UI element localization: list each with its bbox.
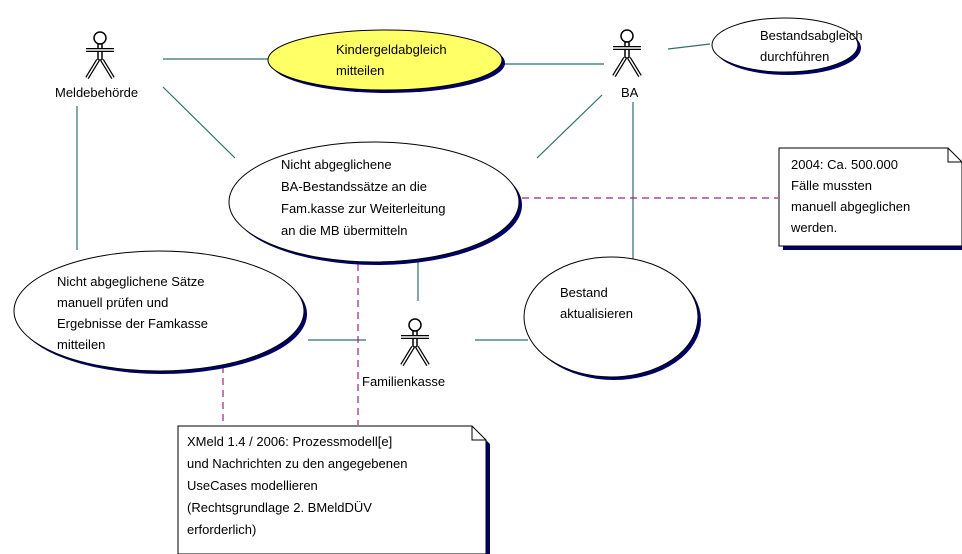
note-xmeld-line-2: und Nachrichten zu den angegebenen — [187, 456, 407, 471]
note-xmeld-line-3: UseCases modellieren — [187, 478, 318, 493]
association-ba-nicht-abgeglichen-ba — [536, 94, 603, 159]
note-faelle-2004-line-2: Fälle mussten — [791, 178, 872, 193]
usecase-manuell-pruefen-line-3: Ergebnisse der Famkasse — [57, 316, 208, 331]
note-faelle-2004-line-4: werden. — [790, 220, 837, 235]
actor-ba[interactable]: BA — [611, 28, 643, 100]
actor-meldebehoerde-label: Meldebehörde — [55, 85, 138, 100]
usecase-nicht-abgeglichene-ba-bestandssaetze[interactable]: Nicht abgeglichene BA-Bestandssätze an d… — [228, 141, 522, 265]
usecase-saetze-manuell-pruefen[interactable]: Nicht abgeglichene Sätze manuell prüfen … — [13, 250, 307, 374]
actor-stickman-icon — [611, 28, 643, 78]
actor-familienkasse-label: Familienkasse — [362, 374, 445, 389]
usecase-kindergeldabgleich-mitteilen[interactable]: Kindergeldabgleich mitteilen — [267, 29, 505, 93]
usecase-nicht-abgeglichen-ba-line-2: BA-Bestandssätze an die — [281, 179, 427, 194]
usecase-nicht-abgeglichen-ba-line-3: Fam.kasse zur Weiterleitung — [281, 201, 446, 216]
usecase-kindergeld-line-1: Kindergeldabgleich — [336, 42, 447, 57]
note-xmeld-line-5: erforderlich) — [187, 522, 256, 537]
association-ba-bestandsabgleich — [667, 43, 711, 50]
association-meldebehoerde-nicht-abgeglichen-ba — [162, 86, 236, 159]
note-faelle-2004[interactable]: 2004: Ca. 500.000 Fälle mussten manuell … — [778, 147, 962, 250]
usecase-bestandsabgleich-durchfuehren[interactable]: Bestandsabgleich durchführen — [711, 17, 863, 75]
actor-meldebehoerde[interactable]: Meldebehörde — [55, 30, 138, 100]
note-faelle-2004-line-1: 2004: Ca. 500.000 — [791, 157, 898, 172]
usecase-bestandsabgleich-line-1: Bestandsabgleich — [760, 28, 863, 43]
note-fold-icon — [471, 426, 486, 441]
usecase-bestand-aktualisieren-line-1: Bestand — [560, 285, 608, 300]
actor-stickman-icon — [84, 30, 116, 80]
note-xmeld-line-4: (Rechtsgrundlage 2. BMeldDÜV — [187, 500, 372, 515]
usecase-nicht-abgeglichen-ba-line-4: an die MB übermitteln — [281, 223, 407, 238]
actor-ba-label: BA — [621, 85, 639, 100]
usecase-manuell-pruefen-line-2: manuell prüfen und — [57, 295, 168, 310]
actor-stickman-icon — [399, 317, 431, 367]
note-fold-icon — [947, 148, 962, 163]
note-xmeld-line-1: XMeld 1.4 / 2006: Prozessmodell[e] — [187, 434, 392, 449]
note-faelle-2004-line-3: manuell abgeglichen — [791, 199, 910, 214]
usecase-bestand-aktualisieren-line-2: aktualisieren — [560, 306, 633, 321]
usecase-kindergeld-line-2: mitteilen — [336, 63, 384, 78]
usecase-manuell-pruefen-line-4: mitteilen — [57, 337, 105, 352]
usecase-nicht-abgeglichen-ba-line-1: Nicht abgeglichene — [281, 157, 392, 172]
actor-familienkasse[interactable]: Familienkasse — [362, 317, 445, 389]
note-xmeld[interactable]: XMeld 1.4 / 2006: Prozessmodell[e] und N… — [177, 425, 490, 554]
usecase-manuell-pruefen-line-1: Nicht abgeglichene Sätze — [57, 274, 204, 289]
usecase-bestand-aktualisieren[interactable]: Bestand aktualisieren — [523, 256, 701, 380]
usecase-bestandsabgleich-line-2: durchführen — [760, 49, 829, 64]
